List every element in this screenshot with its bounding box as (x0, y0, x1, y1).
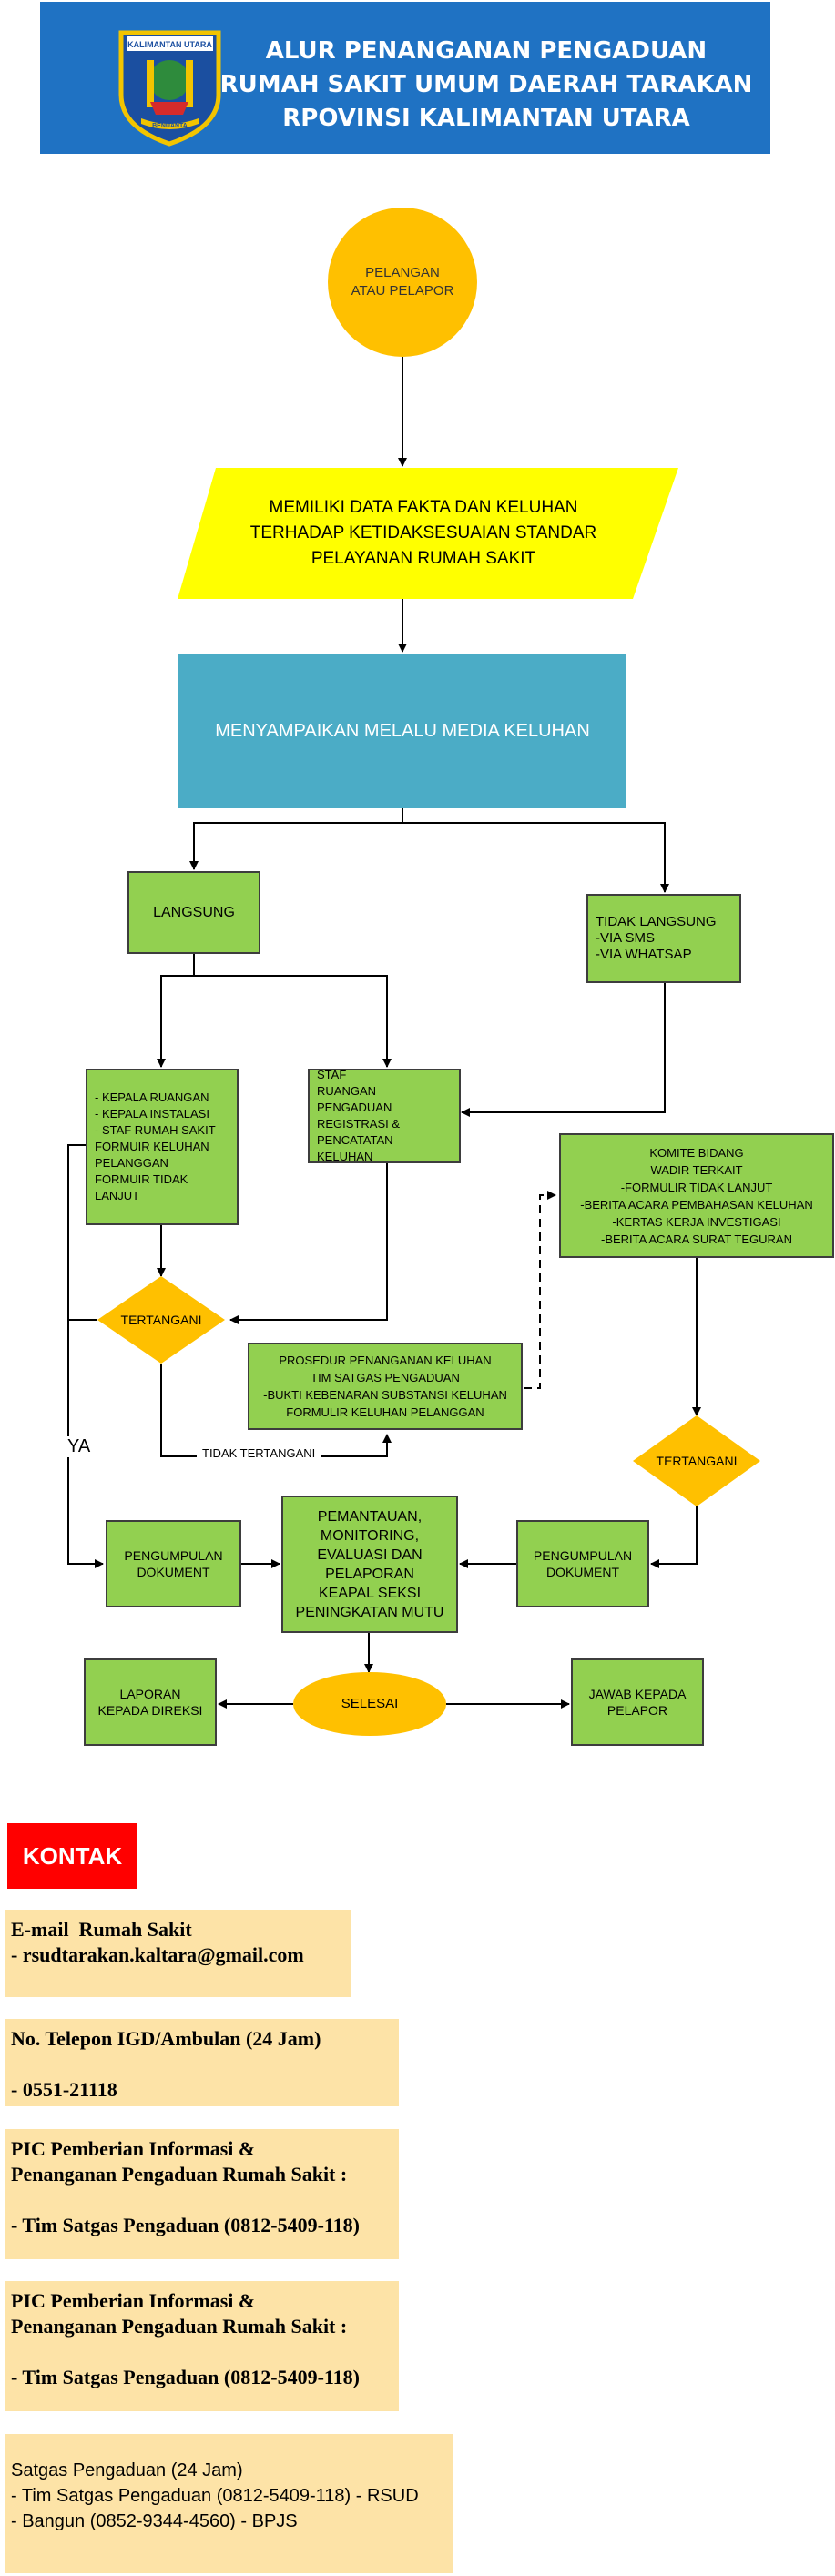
pengumpulan-left-node: PENGUMPULAN DOKUMENT (106, 1520, 241, 1607)
title-line-3: RPOVINSI KALIMANTAN UTARA (282, 105, 690, 132)
title-line-1: ALUR PENANGANAN PENGADUAN (265, 37, 708, 65)
contact-satgas-line[interactable]: - Tim Satgas Pengaduan (0812-5409-118) -… (11, 2486, 419, 2506)
svg-text:KALIMANTAN UTARA: KALIMANTAN UTARA (127, 40, 212, 49)
langsung-node: LANGSUNG (127, 871, 260, 954)
langsung-label: LANGSUNG (153, 904, 235, 920)
contact-telepon-heading: No. Telepon IGD/Ambulan (24 Jam) (11, 2027, 321, 2050)
province-emblem-logo: KALIMANTAN UTARA BENUANTA (118, 30, 221, 147)
kepala-line: - KEPALA RUANGAN (95, 1090, 209, 1104)
komite-line: WADIR TERKAIT (650, 1162, 743, 1177)
staf-line: STAF (317, 1068, 347, 1081)
pemantauan-line: PEMANTAUAN, (317, 1508, 423, 1525)
komite-line: -KERTAS KERJA INVESTIGASI (612, 1214, 781, 1229)
menyampaikan-label: MENYAMPAIKAN MELALU MEDIA KELUHAN (215, 721, 590, 741)
contact-pic-line: PIC Pemberian Informasi & (11, 2137, 256, 2160)
prosedur-line: FORMULIR KELUHAN PELANGGAN (286, 1405, 484, 1419)
contact-telepon-line (11, 2052, 393, 2077)
title-line-2: RUMAH SAKIT UMUM DAERAH TARAKAN (219, 71, 753, 98)
page-title: ALUR PENANGANAN PENGADUAN RUMAH SAKIT UM… (213, 35, 759, 136)
prosedur-line: PROSEDUR PENANGANAN KELUHAN (279, 1354, 492, 1367)
prosedur-node: PROSEDUR PENANGANAN KELUHAN TIM SATGAS P… (248, 1343, 523, 1430)
contact-pic-box: PIC Pemberian Informasi & Penanganan Pen… (5, 2129, 399, 2259)
staf-line: RUANGAN PENGADUAN (317, 1084, 392, 1114)
svg-text:BENUANTA: BENUANTA (152, 123, 188, 129)
kepala-line: PELANGGAN (95, 1156, 168, 1170)
tertangani-left-label: TERTANGANI (120, 1313, 202, 1327)
contact-pic-line: PIC Pemberian Informasi & (11, 2289, 256, 2312)
kepala-line: - KEPALA INSTALASI (95, 1107, 209, 1121)
data-fakta-node: MEMILIKI DATA FAKTA DAN KELUHAN TERHADAP… (219, 488, 628, 579)
contact-satgas-line[interactable]: - Bangun (0852-9344-4560) - BPJS (11, 2511, 298, 2531)
prosedur-line: TIM SATGAS PENGADUAN (311, 1371, 460, 1384)
komite-node: KOMITE BIDANG WADIR TERKAIT -FORMULIR TI… (559, 1133, 834, 1258)
tidak-tertangani-label: TIDAK TERTANGANI (197, 1446, 321, 1460)
pengumpulan-right-node: PENGUMPULAN DOKUMENT (516, 1520, 649, 1607)
jawab-node: JAWAB KEPADA PELAPOR (571, 1658, 704, 1746)
start-node: PELANGAN ATAU PELAPOR (328, 244, 477, 320)
tidak-langsung-line: TIDAK LANGSUNG (596, 914, 717, 929)
contact-satgas-heading: Satgas Pengaduan (24 Jam) (11, 2460, 243, 2480)
contact-email-value[interactable]: - rsudtarakan.kaltara@gmail.com (11, 1943, 304, 1966)
tertangani-left-node: TERTANGANI (97, 1306, 225, 1334)
komite-line: -FORMULIR TIDAK LANJUT (620, 1180, 773, 1194)
contact-email-box: E-mail Rumah Sakit - rsudtarakan.kaltara… (5, 1910, 351, 1997)
contact-email-heading: E-mail Rumah Sakit (11, 1918, 192, 1941)
tertangani-right-node: TERTANGANI (633, 1447, 760, 1475)
contact-pic-value[interactable]: - Tim Satgas Pengaduan (0812-5409-118) (11, 2214, 361, 2236)
pengumpulan-right-label: PENGUMPULAN DOKUMENT (533, 1548, 633, 1579)
menyampaikan-node: MENYAMPAIKAN MELALU MEDIA KELUHAN (178, 654, 626, 808)
staf-line: REGISTRASI & (317, 1117, 401, 1131)
contact-telepon-box: No. Telepon IGD/Ambulan (24 Jam) - 0551-… (5, 2019, 399, 2106)
tidak-langsung-node: TIDAK LANGSUNG -VIA SMS -VIA WHATSAP (586, 894, 741, 983)
contact-pic-box-2: PIC Pemberian Informasi & Penanganan Pen… (5, 2281, 399, 2411)
prosedur-line: -BUKTI KEBENARAN SUBSTANSI KELUHAN (263, 1388, 507, 1402)
contact-title: KONTAK (7, 1823, 137, 1889)
kepala-line: LANJUT (95, 1189, 140, 1202)
komite-line: -BERITA ACARA SURAT TEGURAN (601, 1232, 792, 1246)
kepala-line: FORMUIR TIDAK (95, 1172, 188, 1186)
kepala-line: FORMUIR KELUHAN (95, 1140, 209, 1153)
contact-pic-line (11, 2339, 393, 2365)
jawab-label: JAWAB KEPADA PELAPOR (588, 1687, 687, 1718)
tertangani-right-label: TERTANGANI (656, 1454, 738, 1468)
start-node-label: PELANGAN ATAU PELAPOR (351, 265, 454, 299)
laporan-label: LAPORAN KEPADA DIREKSI (97, 1687, 203, 1718)
pemantauan-line: MONITORING, (320, 1527, 420, 1544)
pemantauan-line: PELAPORAN (325, 1566, 414, 1582)
pemantauan-line: PENINGKATAN MUTU (295, 1604, 444, 1620)
contact-pic-line: Penanganan Pengaduan Rumah Sakit : (11, 2163, 348, 2186)
pemantauan-line: KEAPAL SEKSI (318, 1585, 422, 1601)
laporan-node: LAPORAN KEPADA DIREKSI (84, 1658, 217, 1746)
contact-telepon-value[interactable]: - 0551-21118 (11, 2078, 117, 2101)
selesai-node: SELESAI (293, 1690, 446, 1718)
data-fakta-label: MEMILIKI DATA FAKTA DAN KELUHAN TERHADAP… (249, 498, 597, 568)
staf-line: PENCATATAN KELUHAN (317, 1133, 393, 1163)
staf-node: STAF RUANGAN PENGADUAN REGISTRASI & PENC… (308, 1068, 461, 1163)
tidak-langsung-line: -VIA SMS (596, 930, 656, 946)
kepala-node: - KEPALA RUANGAN - KEPALA INSTALASI - ST… (86, 1069, 239, 1225)
pemantauan-node: PEMANTAUAN, MONITORING, EVALUASI DAN PEL… (281, 1496, 458, 1633)
contact-pic-line: Penanganan Pengaduan Rumah Sakit : (11, 2315, 348, 2338)
pemantauan-line: EVALUASI DAN (317, 1547, 423, 1563)
contact-pic-value[interactable]: - Tim Satgas Pengaduan (0812-5409-118) (11, 2366, 361, 2388)
selesai-label: SELESAI (341, 1696, 399, 1711)
contact-pic-line (11, 2187, 393, 2213)
pengumpulan-left-label: PENGUMPULAN DOKUMENT (124, 1548, 223, 1579)
komite-line: KOMITE BIDANG (649, 1145, 744, 1160)
ya-label: YA (66, 1436, 93, 1457)
contact-satgas-box: Satgas Pengaduan (24 Jam) - Tim Satgas P… (5, 2434, 453, 2573)
tidak-langsung-line: -VIA WHATSAP (596, 947, 692, 962)
komite-line: -BERITA ACARA PEMBAHASAN KELUHAN (580, 1197, 813, 1212)
kepala-line: - STAF RUMAH SAKIT (95, 1123, 216, 1137)
